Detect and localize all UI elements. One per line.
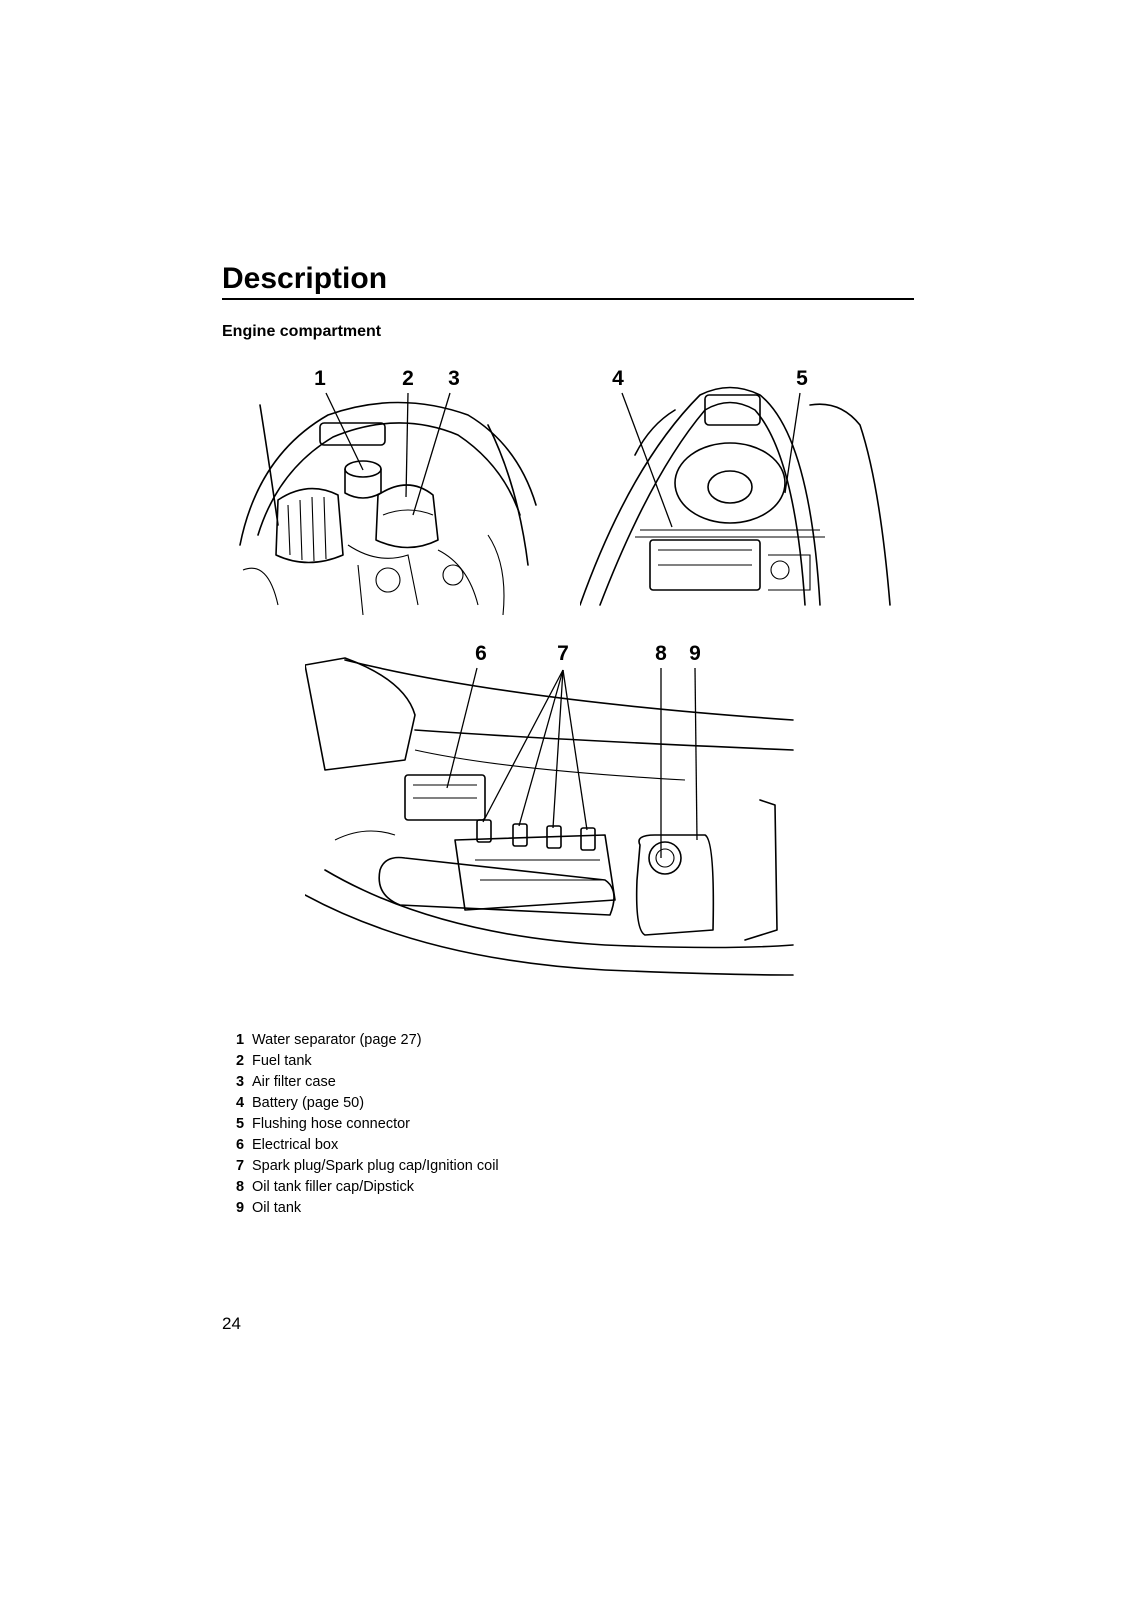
hull-outline <box>239 401 537 566</box>
air-filter-case-icon <box>375 484 439 549</box>
leader-line-4 <box>621 392 673 528</box>
leader-line-3 <box>412 392 451 516</box>
handle-icon <box>319 422 386 446</box>
callout-7: 7 <box>557 642 569 665</box>
callout-1: 1 <box>314 367 326 390</box>
callout-3: 3 <box>448 367 460 390</box>
leader-line-6 <box>446 667 478 789</box>
flushing-hose-connector-icon <box>768 554 811 591</box>
storage-opening-icon <box>674 442 786 524</box>
callout-9: 9 <box>689 642 701 665</box>
callout-8: 8 <box>655 642 667 665</box>
water-separator-icon <box>344 460 382 499</box>
callout-5: 5 <box>796 367 808 390</box>
callout-6: 6 <box>475 642 487 665</box>
oil-tank-icon <box>635 834 715 936</box>
title-rule <box>222 298 914 300</box>
hoses <box>334 749 686 841</box>
battery-icon <box>649 539 761 591</box>
leader-line-1 <box>325 392 364 471</box>
handle-icon <box>704 394 761 426</box>
page-title: Description <box>222 262 388 295</box>
callout-4: 4 <box>612 367 624 390</box>
engine-block-icon <box>454 834 616 911</box>
leader-line-2 <box>405 392 409 498</box>
leader-lines-7 <box>482 669 588 831</box>
spark-plug-coils-icon <box>476 819 596 851</box>
section-heading: Engine compartment <box>222 323 382 340</box>
frame-rail <box>635 529 825 538</box>
engine-parts-icon <box>242 534 505 616</box>
illustration-rear-compartment: 4 5 <box>580 367 891 606</box>
hull-outline <box>580 386 891 606</box>
electrical-box-icon <box>404 774 486 821</box>
illustration-front-compartment: 1 2 3 <box>239 367 537 616</box>
hull-outline <box>305 657 794 976</box>
leader-line-9 <box>694 667 698 841</box>
intake-duct-icon <box>275 487 344 564</box>
oil-filler-cap-icon <box>648 841 682 875</box>
callout-2: 2 <box>402 367 414 390</box>
illustration-engine-side: 6 7 8 9 <box>305 642 794 976</box>
exhaust-muffler-icon <box>378 856 615 916</box>
page-number: 24 <box>222 1314 241 1333</box>
